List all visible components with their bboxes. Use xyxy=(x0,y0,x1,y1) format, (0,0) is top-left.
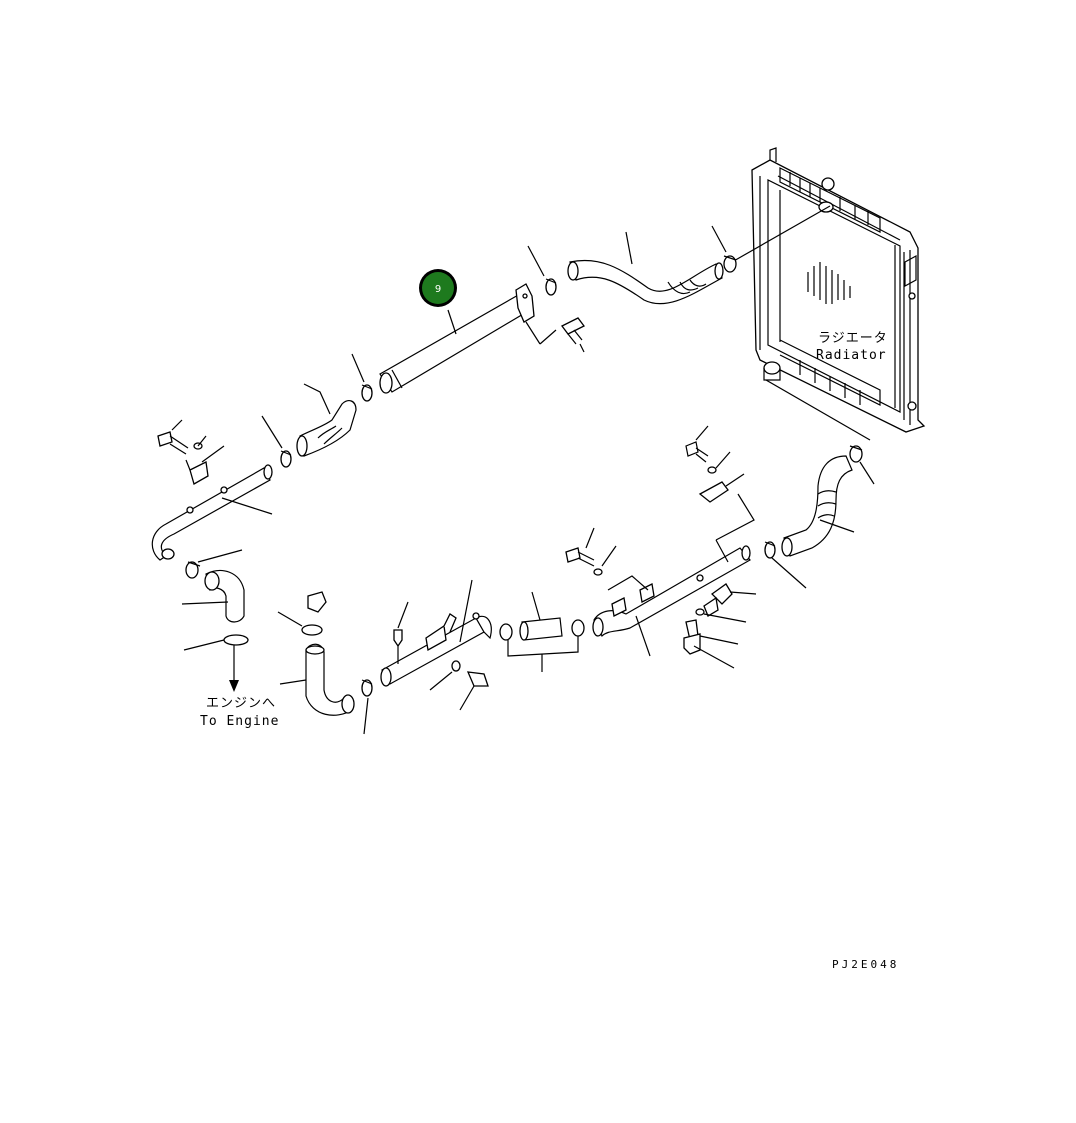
figure-code: PJ2E048 xyxy=(832,958,899,971)
engine-label-en: To Engine xyxy=(200,714,279,729)
bolt-bottom-mid xyxy=(429,660,489,711)
bolt-left-top xyxy=(157,419,189,455)
bottom-right-pipe xyxy=(592,493,755,657)
radiator xyxy=(731,147,926,441)
bottom-short-hose xyxy=(499,591,585,672)
pipe-bracket-left xyxy=(185,435,225,485)
left-elbow-hose xyxy=(181,569,245,623)
radiator-label-jp: ラジエータ xyxy=(818,331,888,346)
bolt-bottom-right xyxy=(565,527,617,576)
hose-clamp-engine xyxy=(183,634,249,692)
hose-clamp-upper-right xyxy=(711,225,737,273)
temperature-sensor xyxy=(683,619,739,669)
callout-9-number: 9 xyxy=(435,284,441,295)
callout-9: 9 xyxy=(419,269,457,307)
hose-clamp-left-2 xyxy=(185,549,243,579)
bottom-water-pipe xyxy=(380,579,492,687)
upper-water-pipe xyxy=(379,283,535,394)
drain-plug xyxy=(393,601,409,664)
upper-left-hose xyxy=(296,383,357,457)
engine-label-jp: エンジンへ xyxy=(206,696,276,711)
hose-clamp-bottom-1 xyxy=(361,679,373,735)
hose-clamp-upper-mid xyxy=(527,245,557,296)
mounting-bolt-upper xyxy=(525,317,585,353)
left-water-pipe xyxy=(151,464,273,561)
hose-clamp-pipe-left xyxy=(351,353,373,402)
hose-clamp-lower-2 xyxy=(849,445,875,485)
drain-cock xyxy=(695,583,757,623)
callout-9-fill xyxy=(422,272,454,304)
lower-radiator-hose xyxy=(781,455,855,557)
upper-radiator-hose xyxy=(567,231,724,305)
hose-clamp-lower-1 xyxy=(764,541,807,589)
bottom-left-hose xyxy=(277,591,355,716)
hose-clamp-left-1 xyxy=(261,415,292,468)
radiator-label-en: Radiator xyxy=(816,348,887,363)
bracket-right xyxy=(685,425,745,503)
